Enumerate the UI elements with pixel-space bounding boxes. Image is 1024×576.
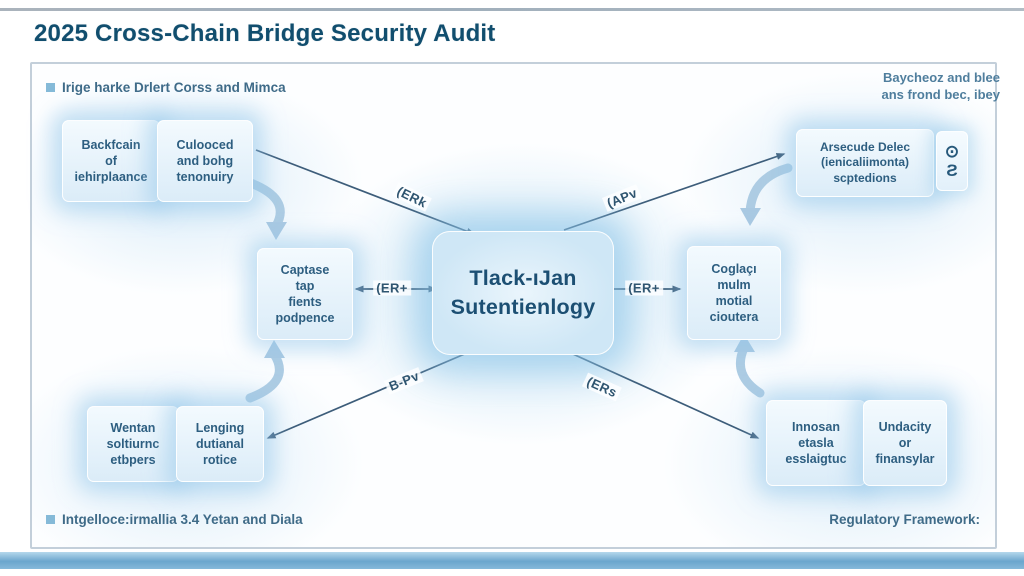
caption-top-right: Baycheoz and blee ans frond bec, ibey [790, 70, 1000, 104]
top-right-icon-box: ⊙ Ƨ [936, 131, 968, 191]
center-line2: Sutentienlogy [450, 295, 596, 319]
legend-top: Irige harke Drlert Corss and Mimca [46, 80, 286, 95]
center-line1: Tlack-ıJan [469, 265, 577, 290]
node-top-left-a: Backfcain of iehirplaance [62, 120, 160, 202]
node-mid-right: Coglaçı mulm motial cioutera [687, 246, 781, 340]
node-bottom-right-a: Innosan etasla esslaigtuc [766, 400, 866, 486]
node-bottom-left-a: Wentan soltiurnc etbpers [87, 406, 179, 482]
caption-bottom-right: Regulatory Framework: [829, 512, 980, 527]
center-node: Tlack-ıJan Sutentienlogy [432, 231, 614, 355]
node-top-left-b: Culooced and bohg tenonuiry [157, 120, 253, 202]
node-bottom-right-b: Undacity or finansylar [863, 400, 947, 486]
center-node-label: Tlack-ıJan Sutentienlogy [451, 264, 596, 322]
paperclip-icon: Ƨ [946, 161, 958, 180]
page-title: 2025 Cross-Chain Bridge Security Audit [34, 20, 496, 47]
node-bottom-left-b: Lenging dutianal rotice [176, 406, 264, 482]
legend-bottom-label: Intgelloce:irmallia 3.4 Yetan and Diala [62, 512, 303, 527]
caption-top-right-line2: ans frond bec, ibey [881, 86, 1000, 102]
target-icon: ⊙ [944, 142, 960, 161]
edge-label-mid-left: (ER+ [373, 280, 411, 296]
legend-top-label: Irige harke Drlert Corss and Mimca [62, 80, 286, 95]
top-divider [0, 8, 1024, 11]
bottom-accent-bar [0, 552, 1024, 569]
legend-square-icon [46, 515, 55, 524]
node-mid-left: Captase tap fients podpence [257, 248, 353, 340]
legend-square-icon [46, 83, 55, 92]
caption-top-right-line1: Baycheoz and blee [882, 70, 1000, 85]
node-top-right: Arsecude Delec (ienicaliimonta) scptedio… [796, 129, 934, 197]
legend-bottom: Intgelloce:irmallia 3.4 Yetan and Diala [46, 512, 303, 527]
edge-label-mid-right: (ER+ [625, 280, 663, 296]
